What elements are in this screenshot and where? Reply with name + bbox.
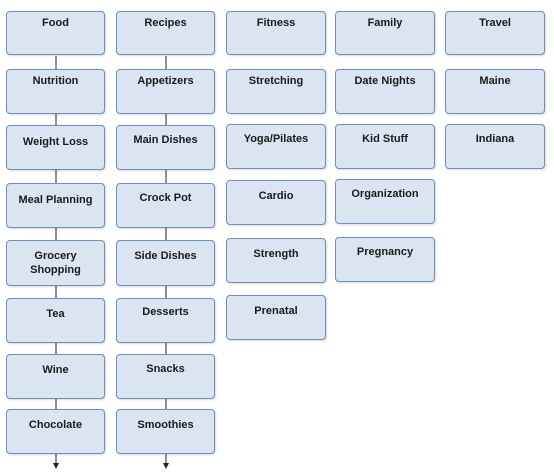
node-travel: Travel [445,11,545,55]
node-label: Indiana [475,133,515,145]
node-wine: Wine [6,354,105,399]
node-label: Wine [42,364,69,376]
node-label: Tea [46,308,65,320]
node-label: Snacks [146,363,185,375]
node-label: Nutrition [32,75,79,87]
node-cardio: Cardio [226,180,326,225]
node-yoga-pilates: Yoga/Pilates [226,124,326,169]
node-label: Smoothies [137,419,194,431]
node-crock-pot: Crock Pot [116,183,215,228]
node-strength: Strength [226,238,326,283]
node-date-nights: Date Nights [335,69,435,114]
node-label: Strength [253,248,299,260]
node-nutrition: Nutrition [6,69,105,114]
node-label: Organization [351,188,419,200]
node-stretching: Stretching [226,69,326,114]
node-label: Kid Stuff [362,133,408,145]
node-maine: Maine [445,69,545,114]
node-desserts: Desserts [116,298,215,343]
node-label: Travel [479,17,511,29]
node-label: Chocolate [28,419,83,431]
node-label: Stretching [248,75,304,87]
node-family: Family [335,11,435,55]
node-label: Grocery Shopping [30,250,81,276]
node-label: Family [367,17,403,29]
node-main-dishes: Main Dishes [116,125,215,170]
node-pregnancy: Pregnancy [335,237,435,282]
node-meal-planning: Meal Planning [6,183,105,228]
node-label: Pregnancy [356,246,414,258]
node-label: Maine [479,75,511,87]
node-label: Recipes [144,17,187,29]
node-label: Date Nights [354,75,416,87]
node-label: Main Dishes [133,134,198,146]
node-label: Crock Pot [139,192,192,204]
node-chocolate: Chocolate [6,409,105,454]
node-snacks: Snacks [116,354,215,399]
node-label: Cardio [258,190,294,202]
node-label: Food [42,17,69,29]
node-food: Food [6,11,105,55]
node-side-dishes: Side Dishes [116,240,215,286]
node-grocery-shopping: Grocery Shopping [6,240,105,286]
node-label: Yoga/Pilates [243,133,309,145]
node-label: Weight Loss [22,136,89,148]
node-appetizers: Appetizers [116,69,215,114]
node-label: Meal Planning [18,194,93,206]
node-organization: Organization [335,179,435,224]
node-tea: Tea [6,298,105,343]
node-prenatal: Prenatal [226,295,326,340]
node-label: Desserts [142,306,189,318]
node-label: Appetizers [137,75,194,87]
node-label: Fitness [256,17,296,29]
node-indiana: Indiana [445,124,545,169]
node-label: Side Dishes [134,250,197,262]
node-kid-stuff: Kid Stuff [335,124,435,169]
node-weight-loss: Weight Loss [6,125,105,170]
node-recipes: Recipes [116,11,215,55]
node-smoothies: Smoothies [116,409,215,454]
node-fitness: Fitness [226,11,326,55]
node-label: Prenatal [254,305,298,317]
